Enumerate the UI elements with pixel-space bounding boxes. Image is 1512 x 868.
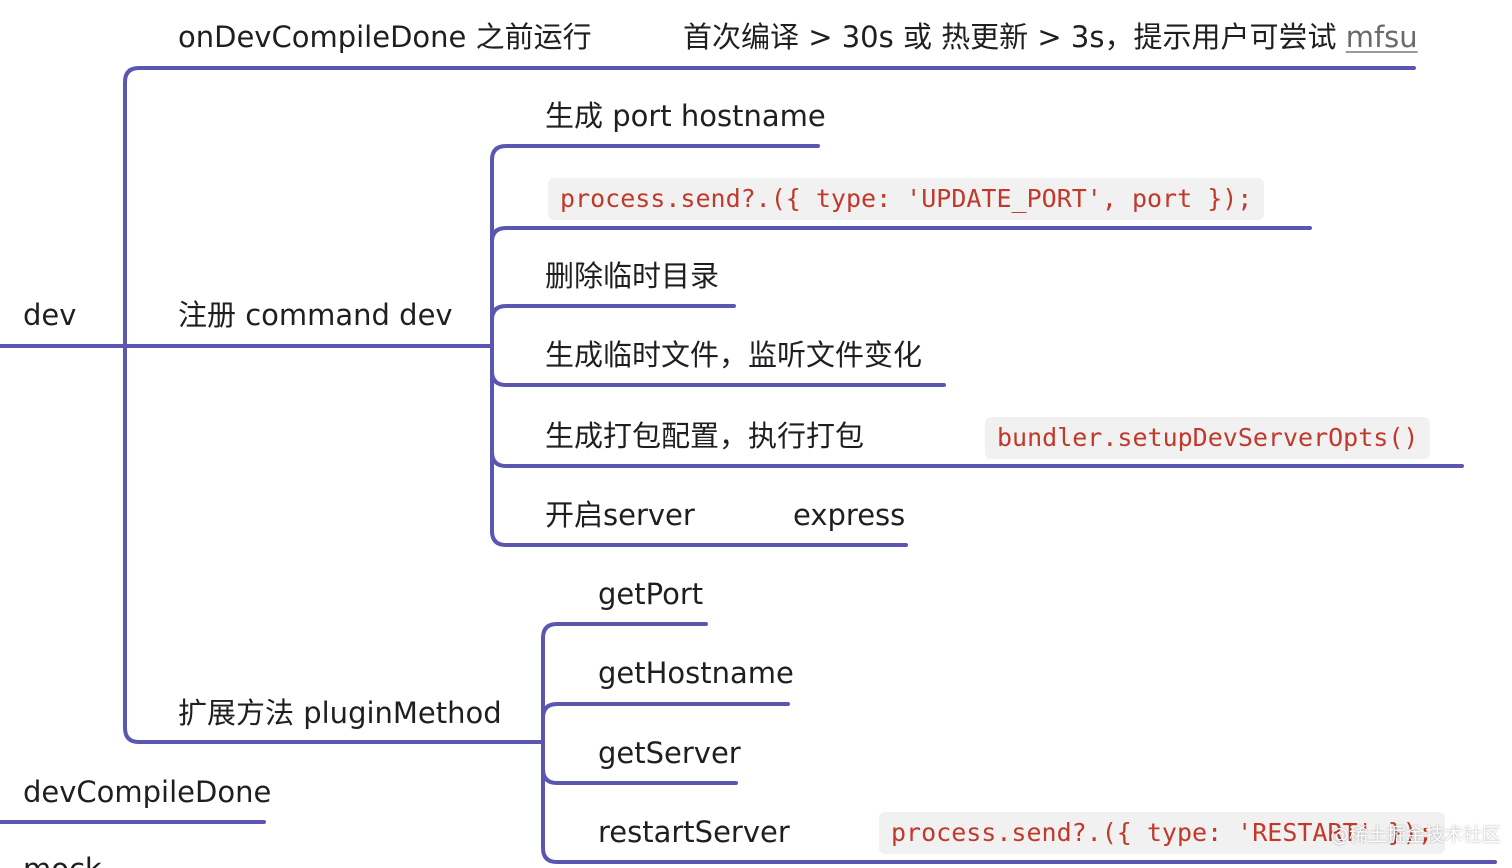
code-update-port: process.send?.({ type: 'UPDATE_PORT', po… [548, 178, 1265, 220]
compile-hint-text: 首次编译 > 30s 或 热更新 > 3s，提示用户可尝试 [683, 20, 1346, 54]
node-start-server[interactable]: 开启server [545, 498, 695, 532]
connector-plugin-bracket-top [541, 622, 708, 744]
connector-delete-tmp [490, 304, 736, 322]
node-get-server[interactable]: getServer [598, 736, 741, 770]
connector-dev-trunk-lower [123, 344, 545, 744]
node-gen-bundle-config[interactable]: 生成打包配置，执行打包 [545, 419, 865, 453]
node-on-dev-compile-done[interactable]: onDevCompileDone 之前运行 [178, 20, 592, 54]
connector-gen-tmp [490, 369, 946, 387]
connector-register-bracket-top [490, 144, 820, 348]
connector-dev-trunk [123, 66, 1416, 348]
code-bundler-setup: bundler.setupDevServerOpts() [985, 417, 1431, 459]
connector-code-update-port [490, 226, 1312, 244]
connector-gen-bundle [490, 450, 1464, 468]
connector-get-server [541, 767, 738, 785]
node-plugin-method[interactable]: 扩展方法 pluginMethod [178, 696, 502, 730]
watermark-text: @稀土掘金技术社区 [1330, 824, 1502, 846]
node-gen-tmp-files[interactable]: 生成临时文件，监听文件变化 [545, 338, 923, 372]
node-mock[interactable]: mock [23, 852, 102, 868]
node-restart-server[interactable]: restartServer [598, 815, 790, 849]
connector-get-hostname [541, 702, 790, 720]
connector-plugin-bracket-bottom [541, 740, 1497, 864]
connector-register-bracket-bottom [490, 344, 908, 547]
node-compile-hint[interactable]: 首次编译 > 30s 或 热更新 > 3s，提示用户可尝试 mfsu [683, 20, 1418, 54]
mfsu-link[interactable]: mfsu [1345, 20, 1418, 54]
node-express[interactable]: express [793, 498, 906, 532]
code-restart: process.send?.({ type: 'RESTART' }); [879, 812, 1445, 854]
node-gen-port-hostname[interactable]: 生成 port hostname [545, 99, 826, 133]
node-get-hostname[interactable]: getHostname [598, 656, 794, 690]
node-dev-compile-done[interactable]: devCompileDone [23, 775, 272, 809]
node-dev[interactable]: dev [23, 298, 77, 332]
node-register-command[interactable]: 注册 command dev [178, 298, 453, 332]
node-get-port[interactable]: getPort [598, 577, 704, 611]
node-delete-tmp-dir[interactable]: 删除临时目录 [545, 259, 720, 293]
